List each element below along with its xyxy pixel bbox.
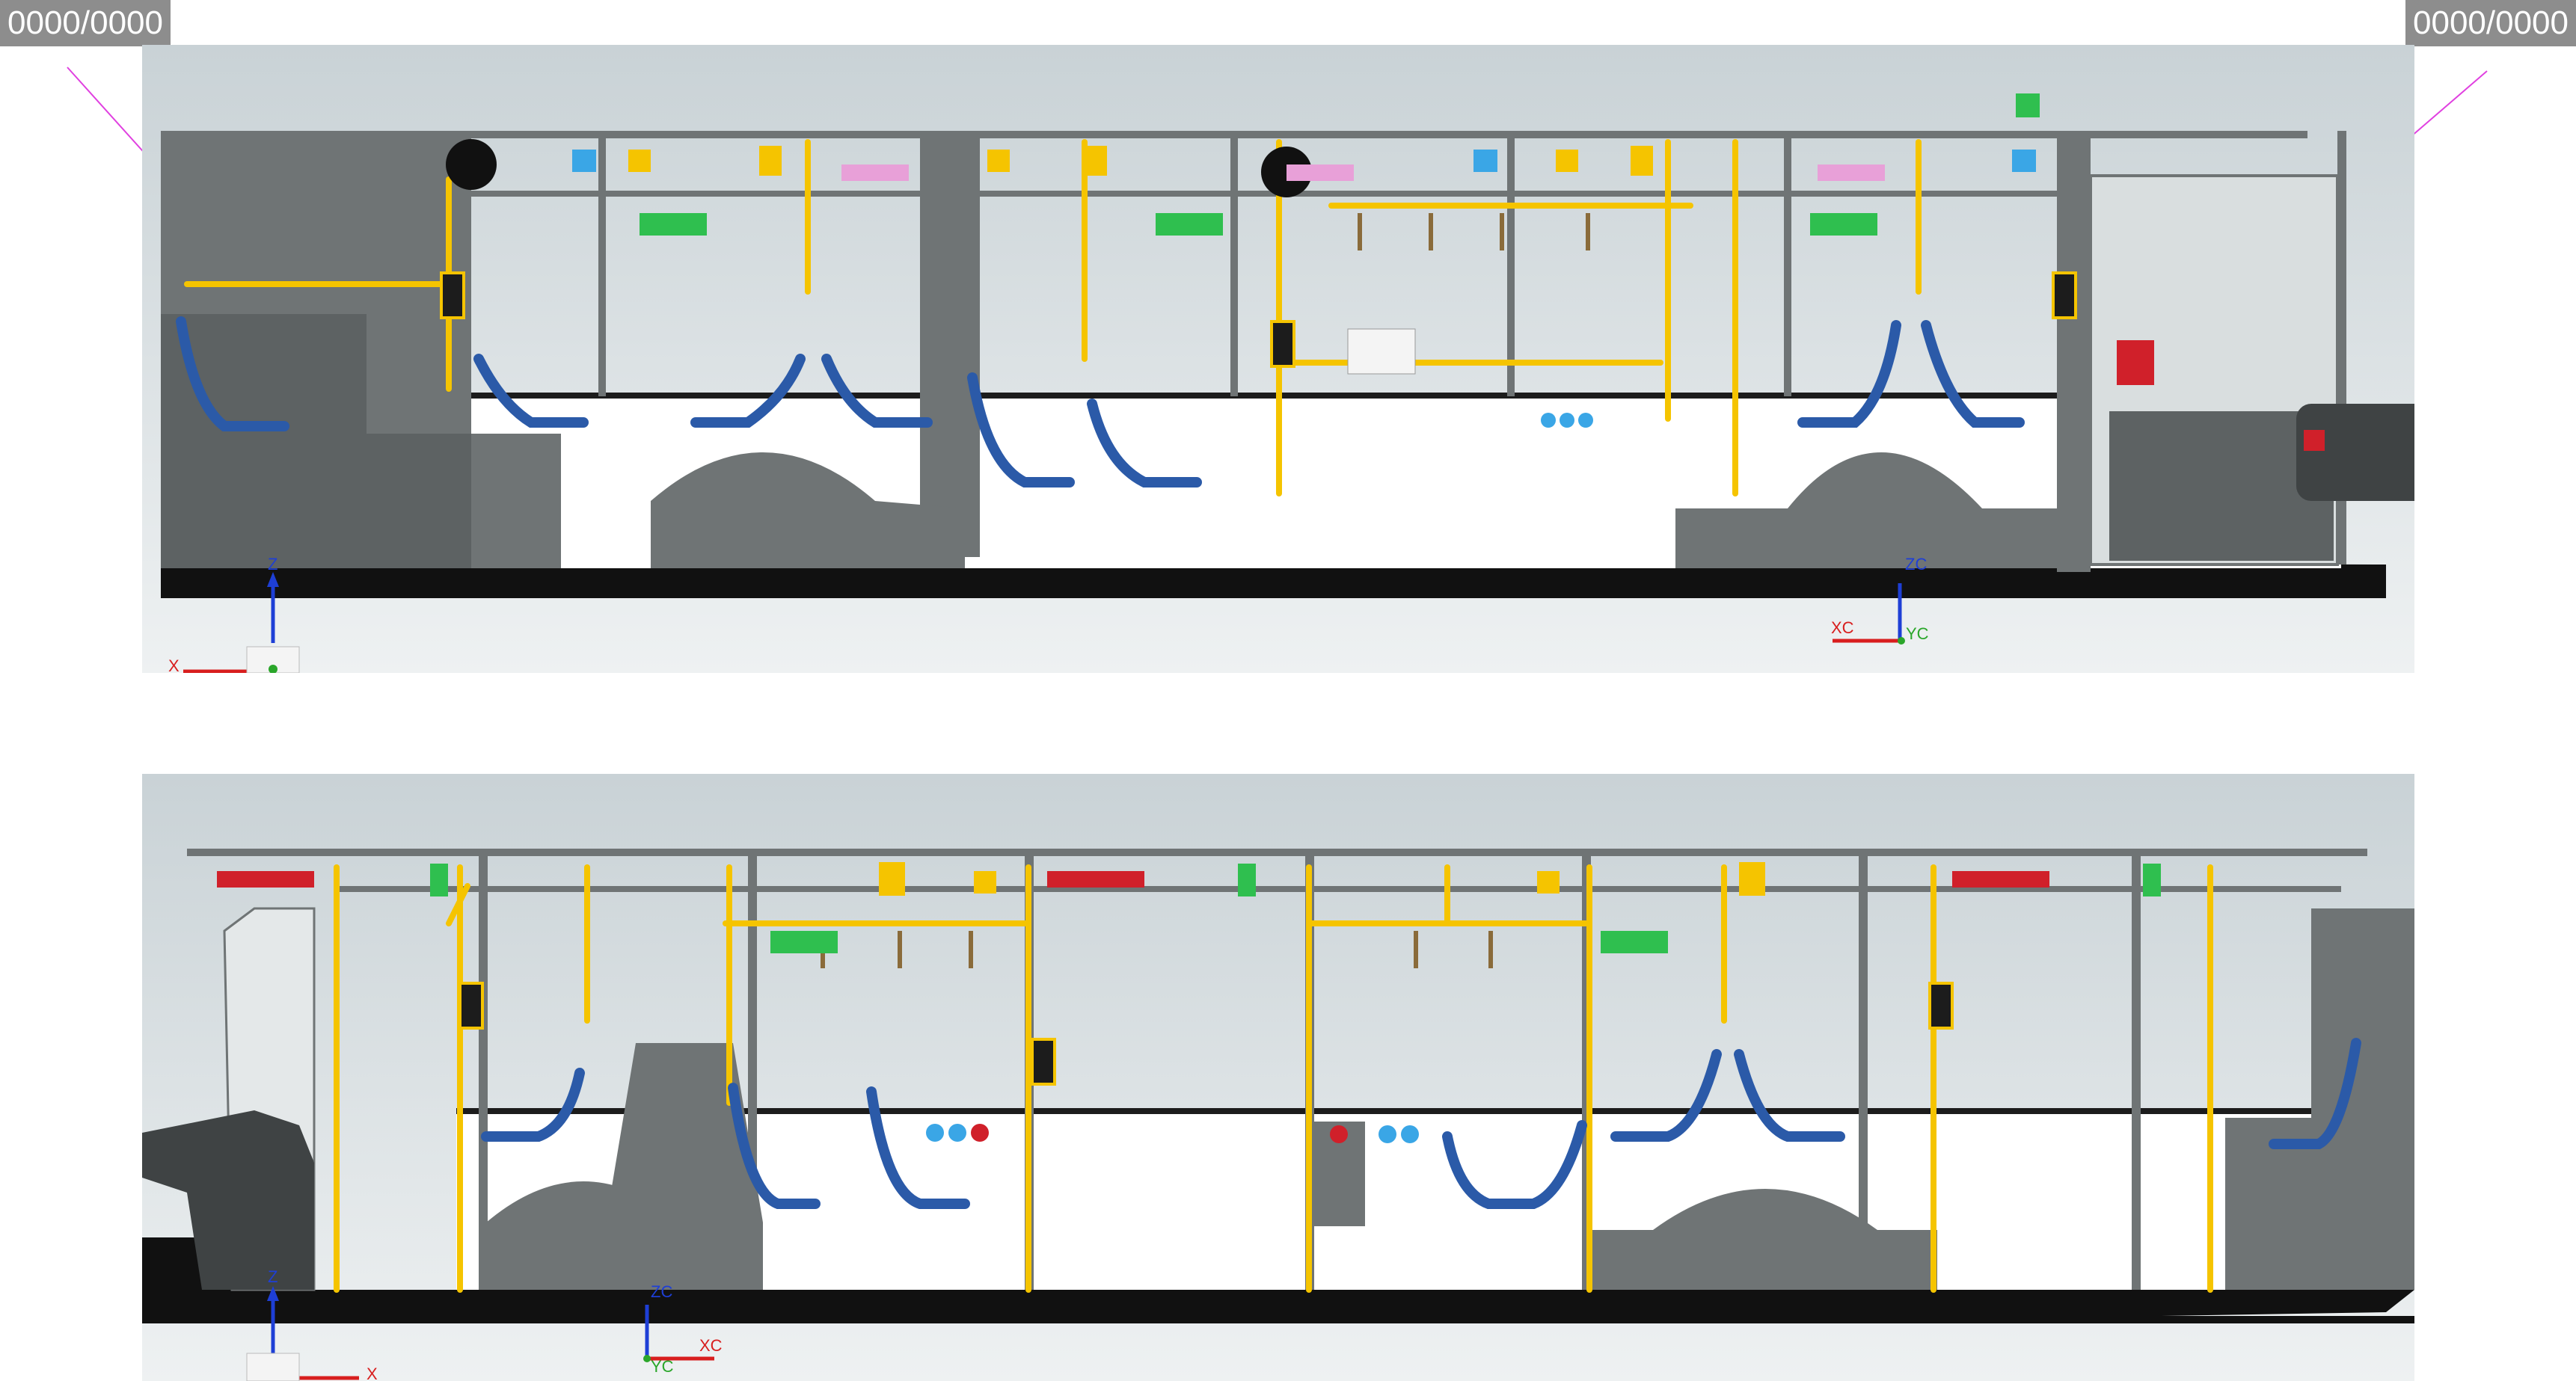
validator-icon: [1928, 982, 1954, 1030]
emergency-exit-icon: [2304, 430, 2325, 451]
info-panel: [640, 213, 707, 236]
pillars: [598, 131, 2346, 572]
validator-icon: [1270, 320, 1295, 368]
bottom-drawing: Z X ZC XC YC: [142, 774, 2414, 1381]
info-panel: [1601, 931, 1668, 953]
no-smoking-icon: [1556, 150, 1578, 172]
pictogram-strip: [841, 164, 909, 181]
qr-code-icon: [1085, 146, 1107, 176]
axis-label-z: Z: [268, 555, 277, 573]
handrails: [334, 864, 2213, 1293]
seats: [176, 316, 2025, 487]
pictogram-strip: [1818, 164, 1885, 181]
work-axis-triad: ZC XC YC: [1831, 555, 1929, 645]
rear-seat-platform: [161, 314, 471, 568]
stroller-icon: [1401, 1125, 1419, 1143]
validator-icon: [440, 271, 465, 319]
info-panel: [2143, 864, 2161, 896]
signage: [572, 93, 2325, 451]
driver-dashboard: [142, 1110, 314, 1290]
pictogram-strip: [1287, 164, 1354, 181]
floor: [161, 561, 2386, 598]
wheel-arch-rear: [651, 452, 965, 568]
emergency-exit-icon: [217, 871, 314, 888]
axis-label-xc: XC: [699, 1336, 723, 1355]
stop-button-icon: [1330, 1125, 1348, 1143]
qr-code-icon: [1739, 862, 1765, 896]
wheelchair-icon: [1541, 413, 1556, 428]
emergency-exit-icon: [1047, 871, 1144, 888]
wheel-arch-rear: [1586, 1189, 1937, 1290]
window-bottom-rail: [456, 1108, 2341, 1114]
notice-board: [1347, 328, 1416, 375]
axis-label-yc: YC: [651, 1357, 674, 1376]
axis-label-zc: ZC: [1905, 555, 1927, 573]
axis-label-xc: XC: [1831, 618, 1854, 637]
no-smoking-icon: [1537, 871, 1560, 894]
corner-label-right: 0000/0000: [2405, 0, 2576, 46]
info-panel: [430, 864, 448, 896]
no-smoking-icon: [987, 150, 1010, 172]
no-smoking-icon: [628, 150, 651, 172]
window-top-rail: [337, 886, 2341, 892]
axis-label-yc: YC: [1906, 624, 1929, 643]
wheel-arch-front: [486, 1181, 763, 1290]
rear-bulkhead: [2311, 908, 2414, 1290]
qr-code-icon: [1631, 146, 1653, 176]
axis-label-x: X: [367, 1365, 378, 1381]
validator-icon: [2052, 271, 2077, 319]
top-drawing: Z X ZC XC YC: [142, 45, 2414, 673]
validator-icon: [1031, 1038, 1056, 1086]
bus-interior-view-bottom: Z X ZC XC YC: [142, 774, 2414, 1381]
window-top-rail: [161, 191, 2091, 197]
window-bottom-rail: [471, 393, 2341, 399]
wheel-arch-front: [1675, 452, 2057, 568]
hanging-straps: [1358, 213, 1590, 250]
axis-label-z: Z: [268, 1267, 277, 1286]
speaker-icon: [446, 139, 497, 190]
wheelchair-icon: [926, 1124, 944, 1142]
corner-label-left: 0000/0000: [0, 0, 171, 46]
stroller-icon: [1560, 413, 1574, 428]
info-panel: [770, 931, 838, 953]
seats: [481, 1038, 2361, 1209]
qr-code-icon: [879, 862, 905, 896]
engine-tower: [606, 1043, 763, 1222]
qr-code-icon: [759, 146, 782, 176]
axis-label-zc: ZC: [651, 1282, 672, 1301]
origin-axis-triad: Z X: [246, 1267, 378, 1381]
emergency-instructions: [2117, 340, 2154, 385]
roof-rail: [187, 849, 2367, 856]
no-smoking-icon: [974, 871, 996, 894]
floor: [142, 1290, 2414, 1323]
work-axis-triad: ZC XC YC: [643, 1282, 723, 1376]
stroller-icon: [948, 1124, 966, 1142]
wifi-icon: [572, 150, 596, 172]
wifi-icon: [1473, 150, 1497, 172]
info-panel: [1156, 213, 1223, 236]
first-aid-icon: [2016, 93, 2040, 117]
wifi-icon: [2012, 150, 2036, 172]
stop-button-icon: [971, 1124, 989, 1142]
info-panel: [1810, 213, 1877, 236]
info-panel: [1238, 864, 1256, 896]
wheelchair-icon: [1578, 413, 1593, 428]
bus-interior-view-top: Z X ZC XC YC: [142, 45, 2414, 673]
steering-console: [2296, 404, 2414, 501]
signage: [217, 862, 2161, 1143]
origin-axis-triad: Z X: [168, 555, 300, 673]
wheelchair-icon: [1379, 1125, 1396, 1143]
validator-icon: [459, 982, 484, 1030]
emergency-exit-icon: [1952, 871, 2049, 888]
axis-label-x: X: [168, 656, 180, 673]
